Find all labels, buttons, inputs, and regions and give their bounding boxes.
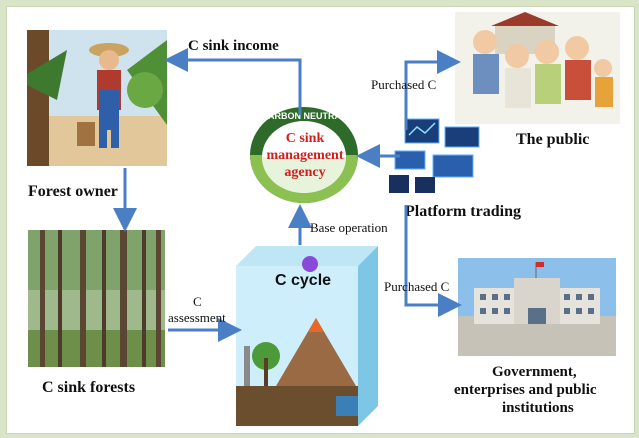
cycle-cube-illustration — [236, 246, 378, 426]
platform-illustration — [385, 115, 485, 197]
public-label: The public — [516, 131, 590, 148]
forest-owner-illustration — [27, 30, 167, 166]
ring-text: CARBON NEUTRAL — [262, 111, 347, 121]
arrow-platform-to-gov — [404, 205, 462, 317]
forest-owner-label: Forest owner — [28, 183, 118, 200]
sink-forests-photo — [28, 230, 165, 367]
cycle-label: C cycle — [275, 272, 332, 289]
sink-forests-label: C sink forests — [42, 379, 136, 396]
public-illustration — [455, 12, 620, 124]
gov-label-line1: Government, — [492, 364, 577, 380]
gov-label-line2: enterprises and public — [454, 382, 597, 398]
agency-label: C sink management agency — [266, 131, 344, 180]
agency-emblem: CARBON NEUTRAL — [248, 105, 360, 205]
arrow-platform-to-public — [404, 50, 461, 130]
base-operation-label: Base operation — [310, 220, 388, 235]
purchased-public-label: Purchased C — [371, 77, 437, 92]
assessment-label-line2: assessment — [168, 310, 226, 325]
assessment-label-line1: C — [193, 294, 202, 309]
purchased-gov-label: Purchased C — [384, 279, 450, 294]
gov-label-line3: institutions — [502, 400, 574, 416]
arrow-income — [164, 48, 302, 115]
platform-label: Platform trading — [405, 203, 521, 220]
government-building-illustration — [458, 258, 616, 356]
income-label: C sink income — [188, 38, 279, 54]
